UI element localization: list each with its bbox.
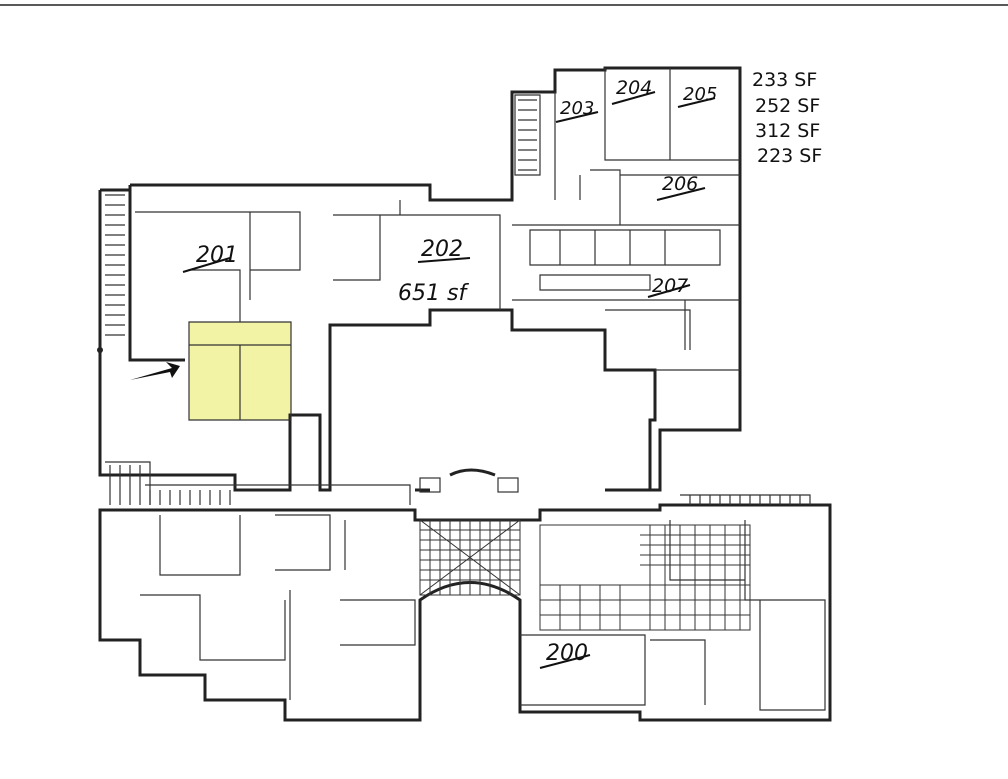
room-201-label: 201 [196,243,238,268]
arrow-icon [130,362,180,380]
area-list-item: 223 SF [757,145,822,167]
room-200-label: 200 [546,641,588,666]
area-list-item: 233 SF [752,69,817,91]
room-205-label: 205 [683,84,717,105]
upper-west-wing [97,66,742,492]
area-list: 233 SF 252 SF 312 SF 223 SF [752,69,822,167]
area-list-item: 312 SF [755,120,820,142]
room-206-label: 206 [662,173,698,195]
room-204-label: 204 [616,77,652,99]
room-202-area: 651 sf [398,281,469,306]
room-207-label: 207 [652,275,688,297]
room-203-label: 203 [560,98,594,119]
area-list-item: 252 SF [755,95,820,117]
lower-building [98,461,832,722]
room-202-label: 202 [421,237,463,262]
upper-east-wing [318,68,740,493]
